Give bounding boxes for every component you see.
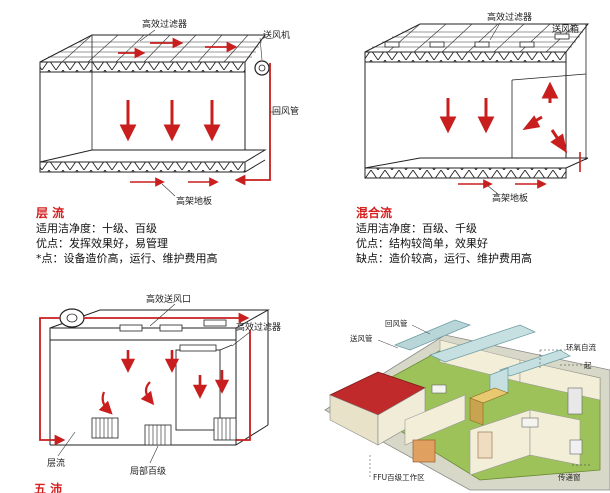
laminar-line1: 适用洁净度：十级、百级 [36,222,157,235]
mixed-line2: 优点：结构较简单，效果好 [356,237,488,250]
plan-cut-label: 起 [584,361,592,370]
mixed-box-label: 送风箱 [552,23,579,35]
laminar-line3: *点：设备造价高，运行、维护费用高 [36,252,218,265]
mixed-floor-label: 高架地板 [492,192,528,204]
plan-supply-label: 送风管 [350,333,373,343]
laminar-title: 层 流 [36,206,65,220]
plan-diagram: 回风管 送风管 环氧自流 起 FFU百级工作区 传递窗 [324,318,610,491]
local-diagram: 高效送风口 高效过滤器 层流 局部百级 五 沛 [34,293,281,493]
plan-pass-label: 传递窗 [558,472,581,482]
fan-icon [59,308,85,328]
mixed-title: 混合流 [356,206,393,220]
mixed-text-block: 混合流 适用洁净度：百级、千级 优点：结构较简单，效果好 缺点：造价较高，运行、… [356,206,532,266]
laminar-hepa-label: 高效过滤器 [142,18,187,30]
laminar-floor-label: 高架地板 [176,195,212,207]
plan-ffu-label: FFU百级工作区 [373,472,425,482]
local-hepa-label: 高效过滤器 [236,321,281,333]
laminar-return-label: 回风管 [272,105,299,117]
plan-return-duct [394,319,471,351]
mixed-hepa-label: 高效过滤器 [487,11,532,23]
plan-supply-duct [429,324,536,363]
laminar-raised-floor [39,161,246,173]
laminar-text-block: 层 流 适用洁净度：十级、百级 优点：发挥效果好，易管理 *点：设备造价高，运行… [36,206,218,266]
laminar-ceiling [39,34,266,63]
plan-ring-label: 环氧自流 [566,342,596,352]
mixed-line3: 缺点：造价较高，运行、维护费用高 [356,252,532,265]
laminar-fan-label: 送风机 [263,29,290,41]
fan-icon [254,60,270,76]
local-laminar-label: 层流 [47,457,65,469]
local-cut-title: 五 沛 [34,481,62,493]
local-local-label: 局部百级 [130,465,166,477]
plan-return-label: 回风管 [385,318,408,328]
laminar-return-duct [234,70,271,186]
laminar-line2: 优点：发挥效果好，易管理 [36,237,168,250]
local-outlet-label: 高效送风口 [146,293,191,305]
laminar-diagram: 高效过滤器 送风机 回风管 高架地板 [39,18,299,207]
mixed-diagram: 高效过滤器 送风箱 高架地板 [364,11,590,204]
mixed-line1: 适用洁净度：百级、千级 [356,222,477,235]
